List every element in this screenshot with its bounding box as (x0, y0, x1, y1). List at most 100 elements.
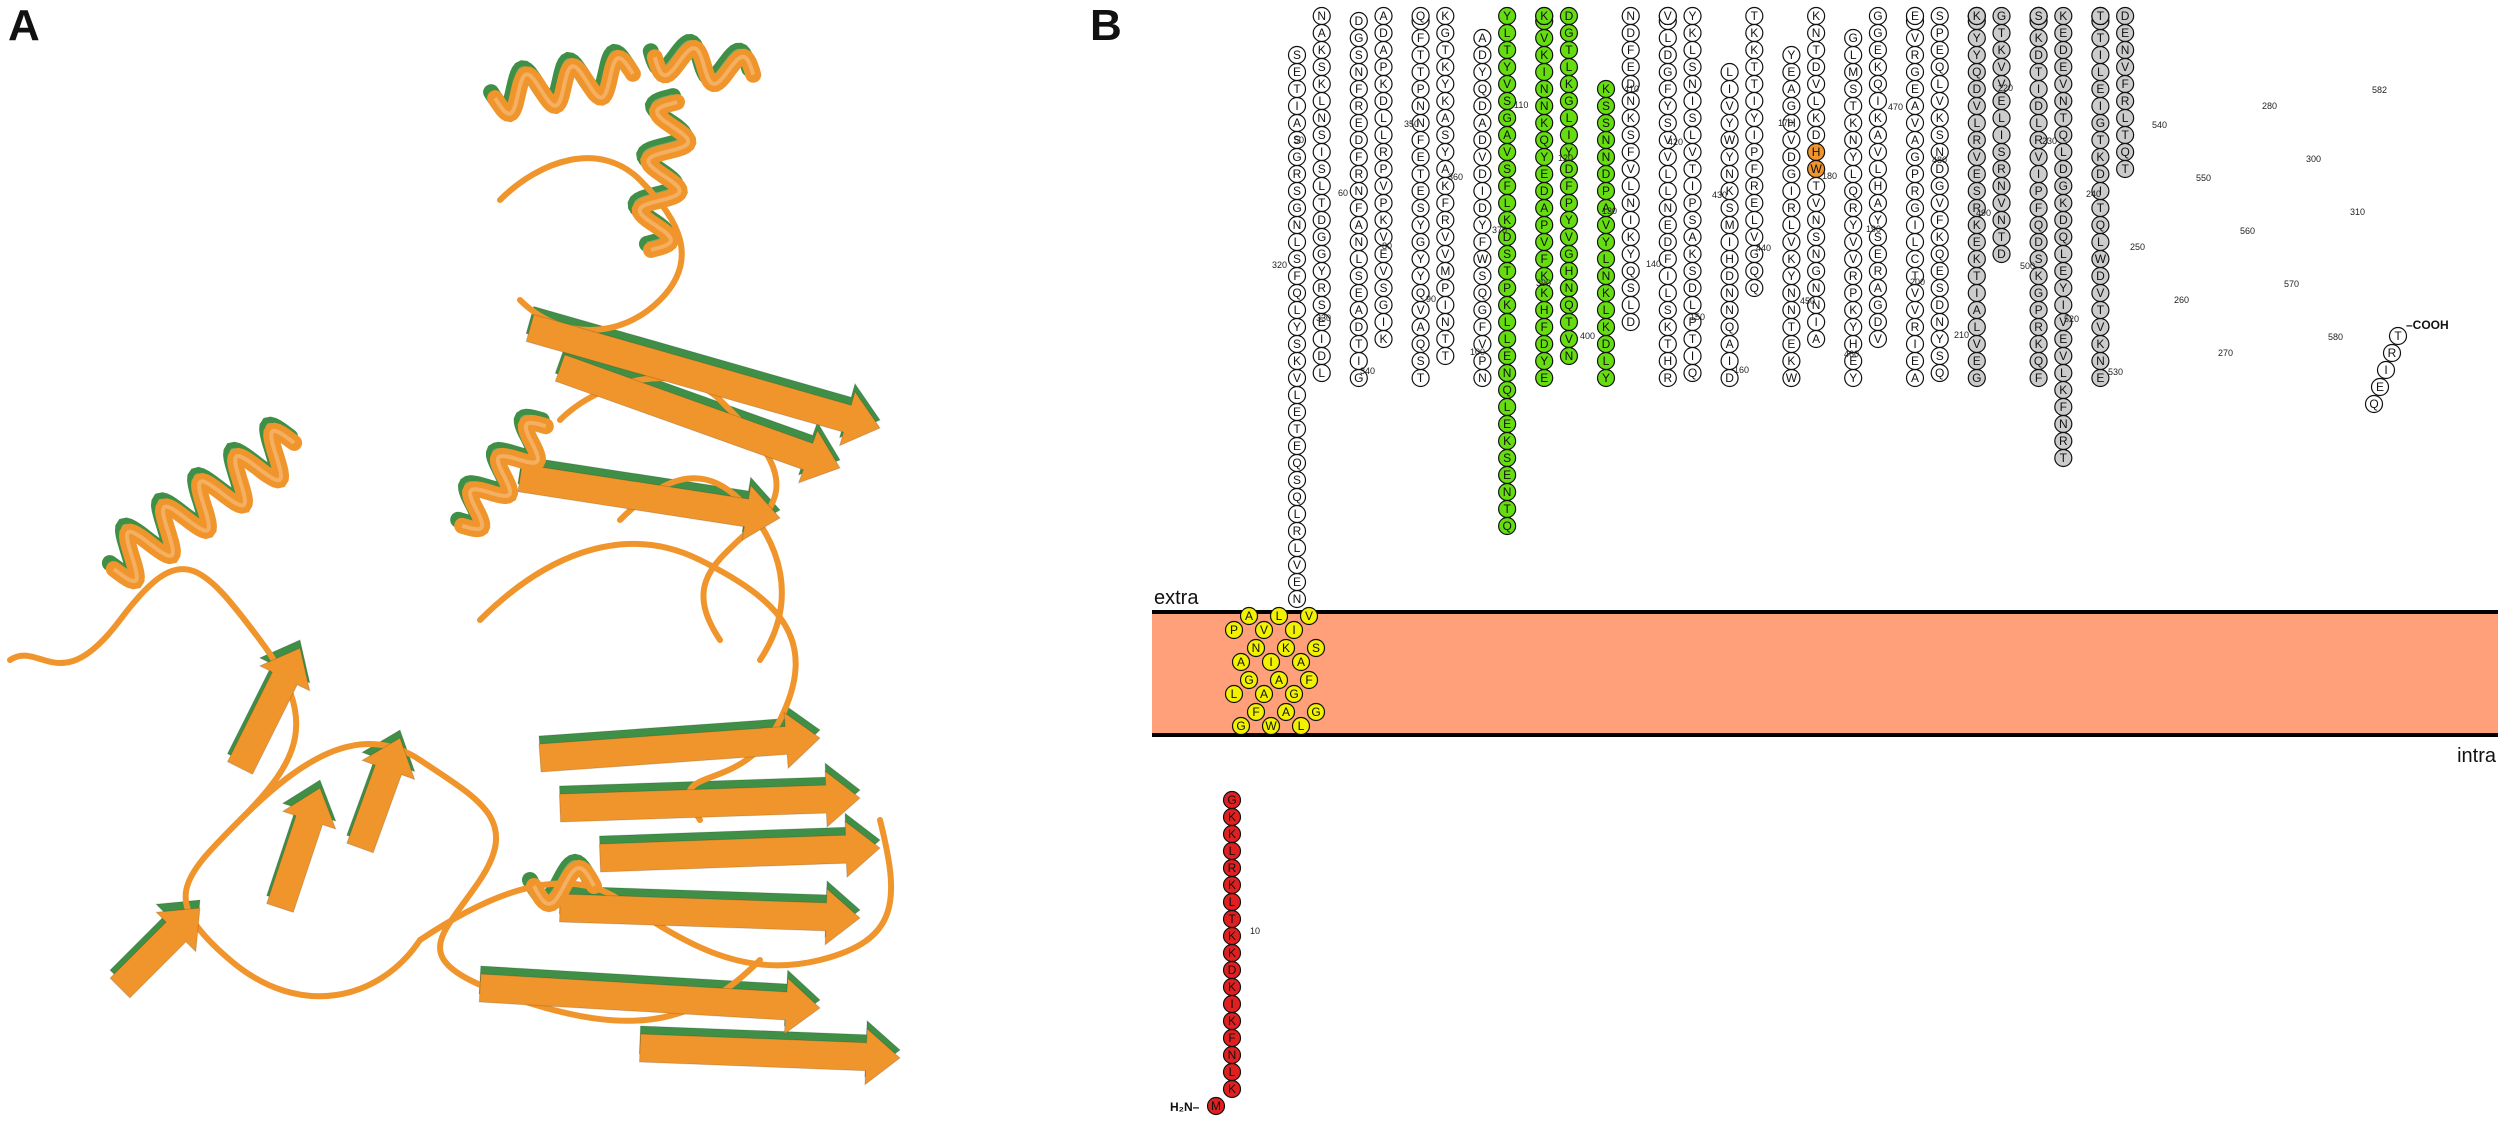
residue-499: E (1905, 79, 1925, 99)
residue-212: G (1498, 108, 1517, 128)
residue-266-letter: G (1564, 94, 1573, 108)
residue-265: K (1559, 74, 1579, 94)
residue-125-letter: K (1380, 77, 1388, 91)
residue-11: K (1222, 926, 1242, 946)
residue-513: S (1930, 125, 1949, 145)
residue-480-letter: D (1874, 315, 1883, 329)
residue-153-letter: T (1417, 167, 1425, 181)
residue-437-letter: N (1812, 281, 1821, 295)
residue-534: T (1967, 266, 1986, 286)
residue-20-circle (1231, 716, 1251, 736)
residue-656-circle (2388, 326, 2408, 346)
residue-393: F (1745, 159, 1764, 179)
residue-362-letter: T (1689, 332, 1697, 346)
residue-149-letter: G (1416, 235, 1425, 249)
residue-659-letter: E (2376, 380, 2384, 394)
residue-351-letter: V (1689, 145, 1697, 159)
residue-225-letter: L (1504, 332, 1511, 346)
residue-420-circle (1782, 45, 1801, 65)
residue-463-letter: G (1873, 26, 1882, 40)
residue-213: A (1498, 125, 1517, 145)
residue-243-letter: K (1540, 269, 1548, 283)
residue-615-letter: L (2060, 366, 2067, 380)
residue-88: T (1312, 193, 1331, 213)
residue-11-letter: K (1228, 929, 1236, 943)
residue-12: T (1222, 909, 1242, 929)
residue-334-letter: S (1664, 116, 1672, 130)
residue-455-letter: N (1849, 133, 1858, 147)
residue-5-letter: F (1228, 1031, 1235, 1045)
residue-274-letter: V (1565, 230, 1573, 244)
residue-338: D (1658, 45, 1677, 65)
residue-153: T (1411, 164, 1430, 184)
residue-13: L (1222, 892, 1242, 912)
residue-399-letter: Q (1750, 264, 1759, 278)
residue-192: W (1473, 249, 1492, 269)
residue-246-letter: P (1540, 218, 1548, 232)
residue-118: S (1349, 45, 1368, 65)
residue-23-circle (1276, 702, 1296, 722)
residue-653-letter: T (2121, 128, 2129, 142)
residue-131-letter: V (1380, 179, 1388, 193)
residue-652-letter: L (2122, 111, 2129, 125)
residue-198: V (1473, 147, 1492, 167)
residue-433: N (1807, 210, 1826, 230)
residue-534-letter: T (1973, 269, 1981, 283)
residue-182-letter: N (1441, 315, 1450, 329)
residue-545-letter: D (1972, 82, 1981, 96)
residue-287: K (1596, 283, 1616, 303)
residue-218-letter: K (1503, 213, 1511, 227)
residue-490-letter: L (1912, 235, 1919, 249)
residue-37-circle (1306, 638, 1326, 658)
residue-275-letter: G (1564, 247, 1573, 261)
residue-47: L (1287, 538, 1307, 558)
residue-50: Q (1287, 487, 1307, 507)
residue-535: K (1967, 249, 1986, 269)
residue-367: A (1720, 334, 1739, 354)
residue-39-circle (1239, 606, 1259, 626)
residue-427: K (1807, 108, 1826, 128)
residue-588: K (2029, 28, 2048, 48)
residue-506-letter: S (1936, 9, 1944, 23)
residue-433-letter: N (1812, 213, 1821, 227)
residue-537-letter: K (1973, 218, 1981, 232)
residue-448-letter: V (1849, 252, 1857, 266)
residue-651: R (2116, 91, 2135, 111)
residue-539: S (1967, 181, 1986, 201)
residue-479: G (1868, 295, 1888, 315)
residue-461: G (1844, 28, 1863, 48)
residue-325: I (1658, 266, 1677, 286)
residue-206-letter: Y (1503, 9, 1511, 23)
residue-327-letter: D (1663, 235, 1672, 249)
residue-602-letter: L (2060, 145, 2067, 159)
residue-193-letter: F (1479, 235, 1486, 249)
residue-301-letter: D (1626, 26, 1635, 40)
residue-114-letter: E (1355, 116, 1363, 130)
residue-338-letter: D (1663, 48, 1672, 62)
residue-203: Y (1473, 62, 1492, 82)
residue-291-letter: V (1602, 218, 1610, 232)
residue-35: K (1276, 638, 1296, 658)
residue-309: V (1621, 159, 1640, 179)
residue-254: N (1535, 79, 1554, 99)
residue-16: L (1222, 841, 1242, 861)
residue-233: E (1498, 465, 1517, 485)
residue-659-circle (2370, 377, 2390, 397)
residue-609-letter: E (2059, 264, 2067, 278)
residue-395-letter: E (1750, 196, 1758, 210)
extracellular-label: extra (1154, 587, 1199, 609)
residue-445-letter: K (1849, 303, 1857, 317)
residue-110-letter: N (1354, 184, 1363, 198)
residue-410: L (1782, 215, 1801, 235)
position-label-170: 170 (1778, 118, 1793, 128)
residue-603-letter: D (2059, 162, 2068, 176)
residue-74-letter: T (1293, 82, 1301, 96)
residue-261: D (1559, 6, 1579, 26)
residue-432-letter: V (1812, 196, 1820, 210)
residue-430-letter: W (1810, 162, 1822, 176)
residue-354: P (1683, 193, 1702, 213)
residue-191: S (1473, 266, 1492, 286)
residue-119-letter: G (1354, 31, 1363, 45)
residue-308: F (1621, 142, 1640, 162)
residue-404: T (1782, 317, 1801, 337)
